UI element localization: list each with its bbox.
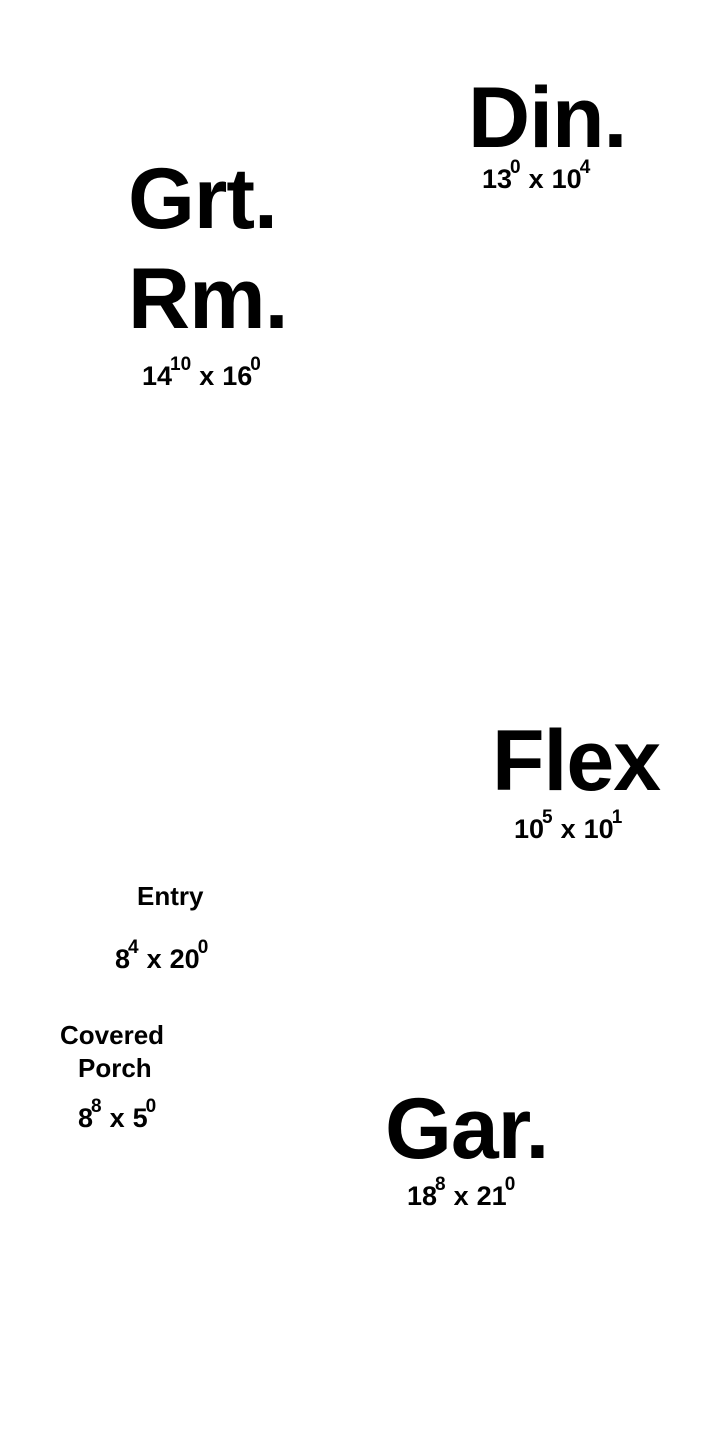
dim-width-inches: 10	[170, 354, 192, 376]
dim-separator: x	[199, 361, 215, 391]
dim-width-inches: 4	[128, 937, 139, 959]
dim-separator: x	[146, 944, 162, 974]
dim-height-feet: 20	[169, 944, 200, 974]
dim-height-feet: 16	[222, 361, 253, 391]
dim-height-inches: 0	[145, 1096, 157, 1118]
dim-width-feet: 14	[142, 361, 173, 391]
dim-separator: x	[109, 1103, 125, 1133]
dim-height-feet: 10	[583, 814, 614, 844]
dim-width-inches: 8	[435, 1174, 446, 1196]
dim-height-feet: 5	[132, 1103, 148, 1133]
dim-height-inches: 0	[197, 937, 209, 959]
covered-porch-label-line1: Covered	[60, 1020, 165, 1050]
entry-label: Entry	[137, 881, 204, 911]
dining-room-label: Din.	[468, 70, 627, 166]
garage-label: Gar.	[385, 1081, 549, 1177]
dim-separator: x	[560, 814, 576, 844]
flex-room-label: Flex	[492, 713, 661, 809]
dim-width-feet: 8	[115, 944, 131, 974]
great-room-label-line1: Grt.	[128, 151, 278, 247]
dim-height-feet: 10	[551, 164, 582, 194]
dim-height-inches: 0	[504, 1174, 516, 1196]
dim-separator: x	[528, 164, 544, 194]
dim-width-feet: 18	[407, 1181, 438, 1211]
covered-porch-label-line2: Porch	[78, 1053, 152, 1083]
dim-width-feet: 8	[78, 1103, 94, 1133]
dim-width-feet: 13	[482, 164, 513, 194]
dim-width-inches: 8	[91, 1096, 102, 1118]
dim-height-inches: 0	[250, 354, 261, 376]
dim-width-inches: 5	[542, 807, 553, 829]
dim-separator: x	[453, 1181, 469, 1211]
dim-height-inches: 4	[579, 157, 591, 179]
dim-height-feet: 21	[476, 1181, 507, 1211]
dim-width-inches: 0	[510, 157, 521, 179]
dim-height-inches: 1	[611, 807, 623, 829]
dim-width-feet: 10	[514, 814, 545, 844]
great-room-label-line2: Rm.	[128, 251, 288, 347]
